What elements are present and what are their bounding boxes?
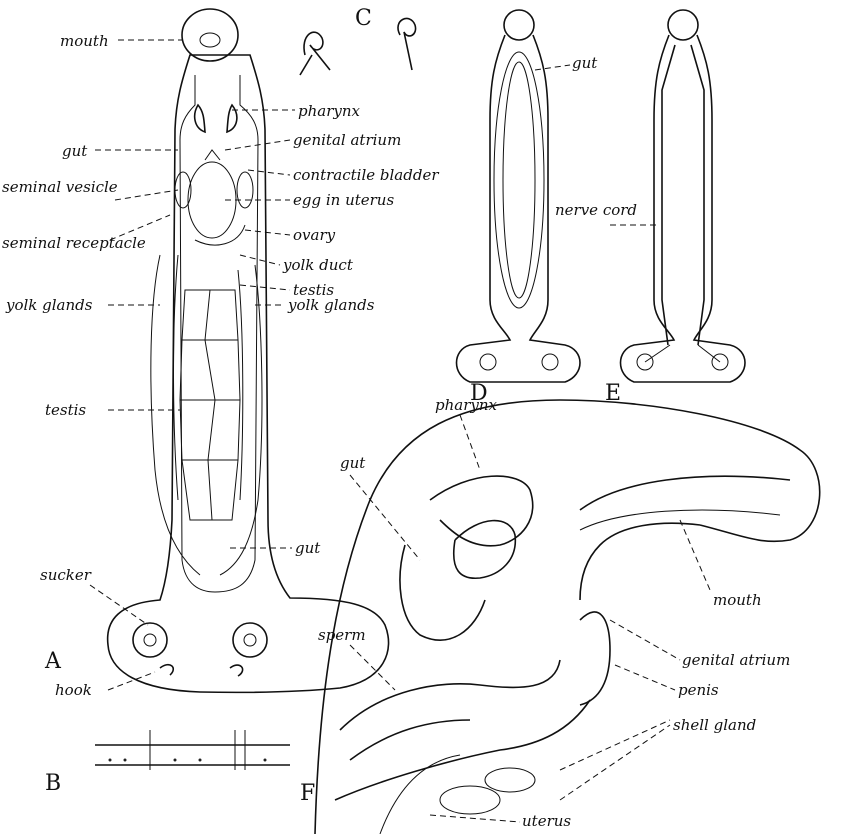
label-yolk-duct: yolk duct: [282, 256, 354, 274]
body-outline: [108, 55, 389, 692]
label-f-genital-atrium: genital atrium: [682, 651, 790, 669]
hook-left: [160, 665, 173, 675]
panel-label-c: C: [355, 6, 372, 31]
label-seminal-vesicle: seminal vesicle: [2, 178, 118, 196]
label-f-mouth: mouth: [713, 591, 762, 609]
pharynx-left-lobe: [195, 105, 205, 132]
yolk-gland-left: [151, 255, 200, 575]
panel-b-drawing: [95, 730, 290, 770]
sucker-left-center: [144, 634, 156, 646]
genital-atrium-shape: [205, 150, 220, 160]
label-f-uterus: uterus: [522, 812, 571, 830]
testis-network: [180, 290, 240, 520]
label-d-gut: gut: [572, 54, 598, 72]
label-f-sperm: sperm: [318, 626, 366, 644]
head-disc: [182, 9, 238, 61]
panel-label-a: A: [44, 649, 62, 674]
label-seminal-receptacle: seminal receptacle: [2, 234, 146, 252]
label-ovary: ovary: [293, 226, 336, 244]
sucker-left: [133, 623, 167, 657]
label-egg-in-uterus: egg in uterus: [293, 191, 394, 209]
sucker-right: [233, 623, 267, 657]
label-yolk-glands-right: yolk glands: [287, 296, 375, 314]
label-gut-lower: gut: [295, 539, 321, 557]
label-sucker: sucker: [40, 566, 92, 584]
label-gut-upper: gut: [62, 142, 88, 160]
label-mouth: mouth: [60, 32, 109, 50]
pharynx-right-lobe: [227, 105, 237, 132]
panel-a-leaders: [90, 40, 295, 690]
label-hook: hook: [55, 681, 92, 699]
sucker-right-center: [244, 634, 256, 646]
label-f-gut: gut: [340, 454, 366, 472]
label-yolk-glands-left: yolk glands: [5, 296, 93, 314]
panel-f-drawing: [315, 400, 820, 834]
label-f-penis: penis: [678, 681, 719, 699]
panel-d-drawing: [457, 10, 581, 382]
label-f-shell-gland: shell gland: [673, 716, 756, 734]
label-f-pharynx: pharynx: [435, 396, 498, 414]
panel-f-leaders: [350, 415, 710, 822]
label-genital-atrium: genital atrium: [293, 131, 401, 149]
label-contractile-bladder: contractile bladder: [293, 166, 439, 184]
yolk-gland-right-inner: [238, 270, 243, 500]
panel-label-f: F: [300, 781, 315, 806]
gut-wall: [180, 75, 258, 592]
label-pharynx: pharynx: [298, 102, 361, 120]
contractile-bladder-shape: [237, 172, 253, 208]
label-testis-left: testis: [45, 401, 86, 419]
panel-label-b: B: [45, 771, 61, 796]
panel-e-drawing: [621, 10, 746, 382]
label-e-nerve-cord: nerve cord: [555, 201, 637, 219]
d-gut-leader: [535, 65, 570, 70]
mouth-opening: [200, 33, 220, 47]
hook-right: [230, 665, 243, 676]
